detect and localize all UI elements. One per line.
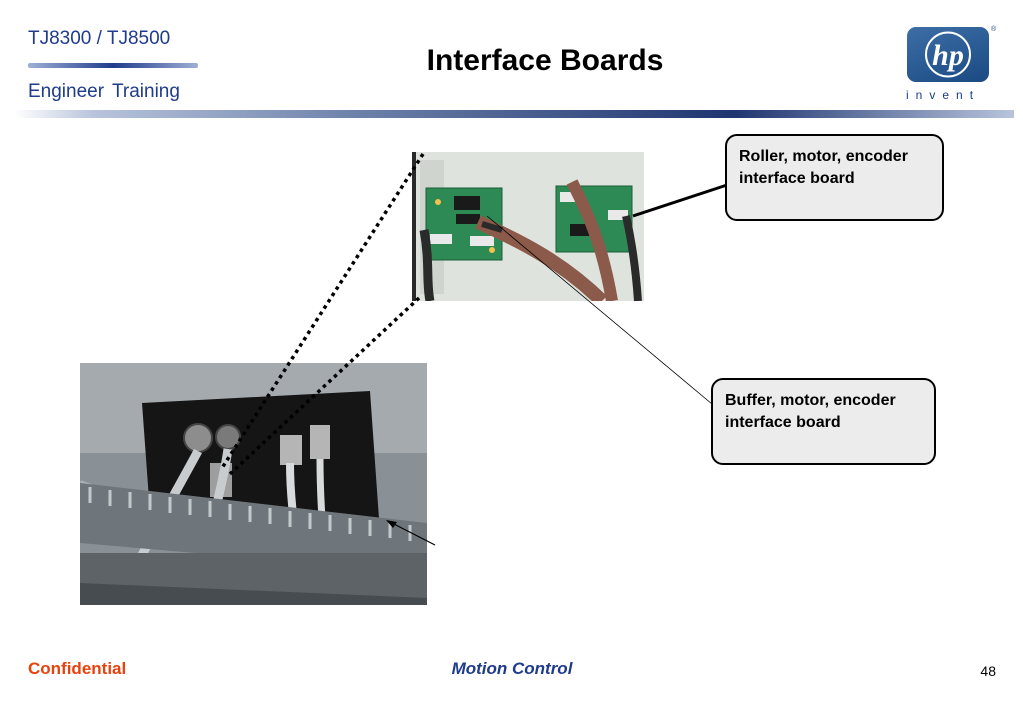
header-band (14, 110, 1014, 118)
slide-title: Interface Boards (426, 44, 664, 77)
logo-registered-mark: ® (991, 26, 997, 33)
callout-buffer-board: Buffer, motor, encoder interface board (711, 378, 936, 465)
callout-roller-text: Roller, motor, encoder interface board (739, 148, 908, 187)
hp-logo-text: hp (932, 39, 964, 72)
page-number: 48 (980, 663, 996, 679)
footer-confidential: Confidential (28, 659, 127, 678)
hp-logo-mark: hp (925, 31, 971, 78)
logo-tagline: invent (906, 88, 981, 102)
footer-section: Motion Control (451, 659, 573, 678)
photo-closeup-boards (412, 152, 644, 301)
closeup-photo-art (412, 152, 644, 301)
callout-roller-board: Roller, motor, encoder interface board (725, 134, 944, 221)
hp-logo: hp (907, 27, 989, 82)
callout-buffer-text: Buffer, motor, encoder interface board (725, 392, 896, 431)
header-divider (28, 63, 198, 68)
header-training: Engineer Training (28, 81, 180, 102)
header-model: TJ8300 / TJ8500 (28, 28, 171, 49)
photo-cable-connectors (80, 363, 427, 605)
roller-callout-pointer (632, 183, 728, 218)
overview-photo-art (80, 363, 427, 605)
